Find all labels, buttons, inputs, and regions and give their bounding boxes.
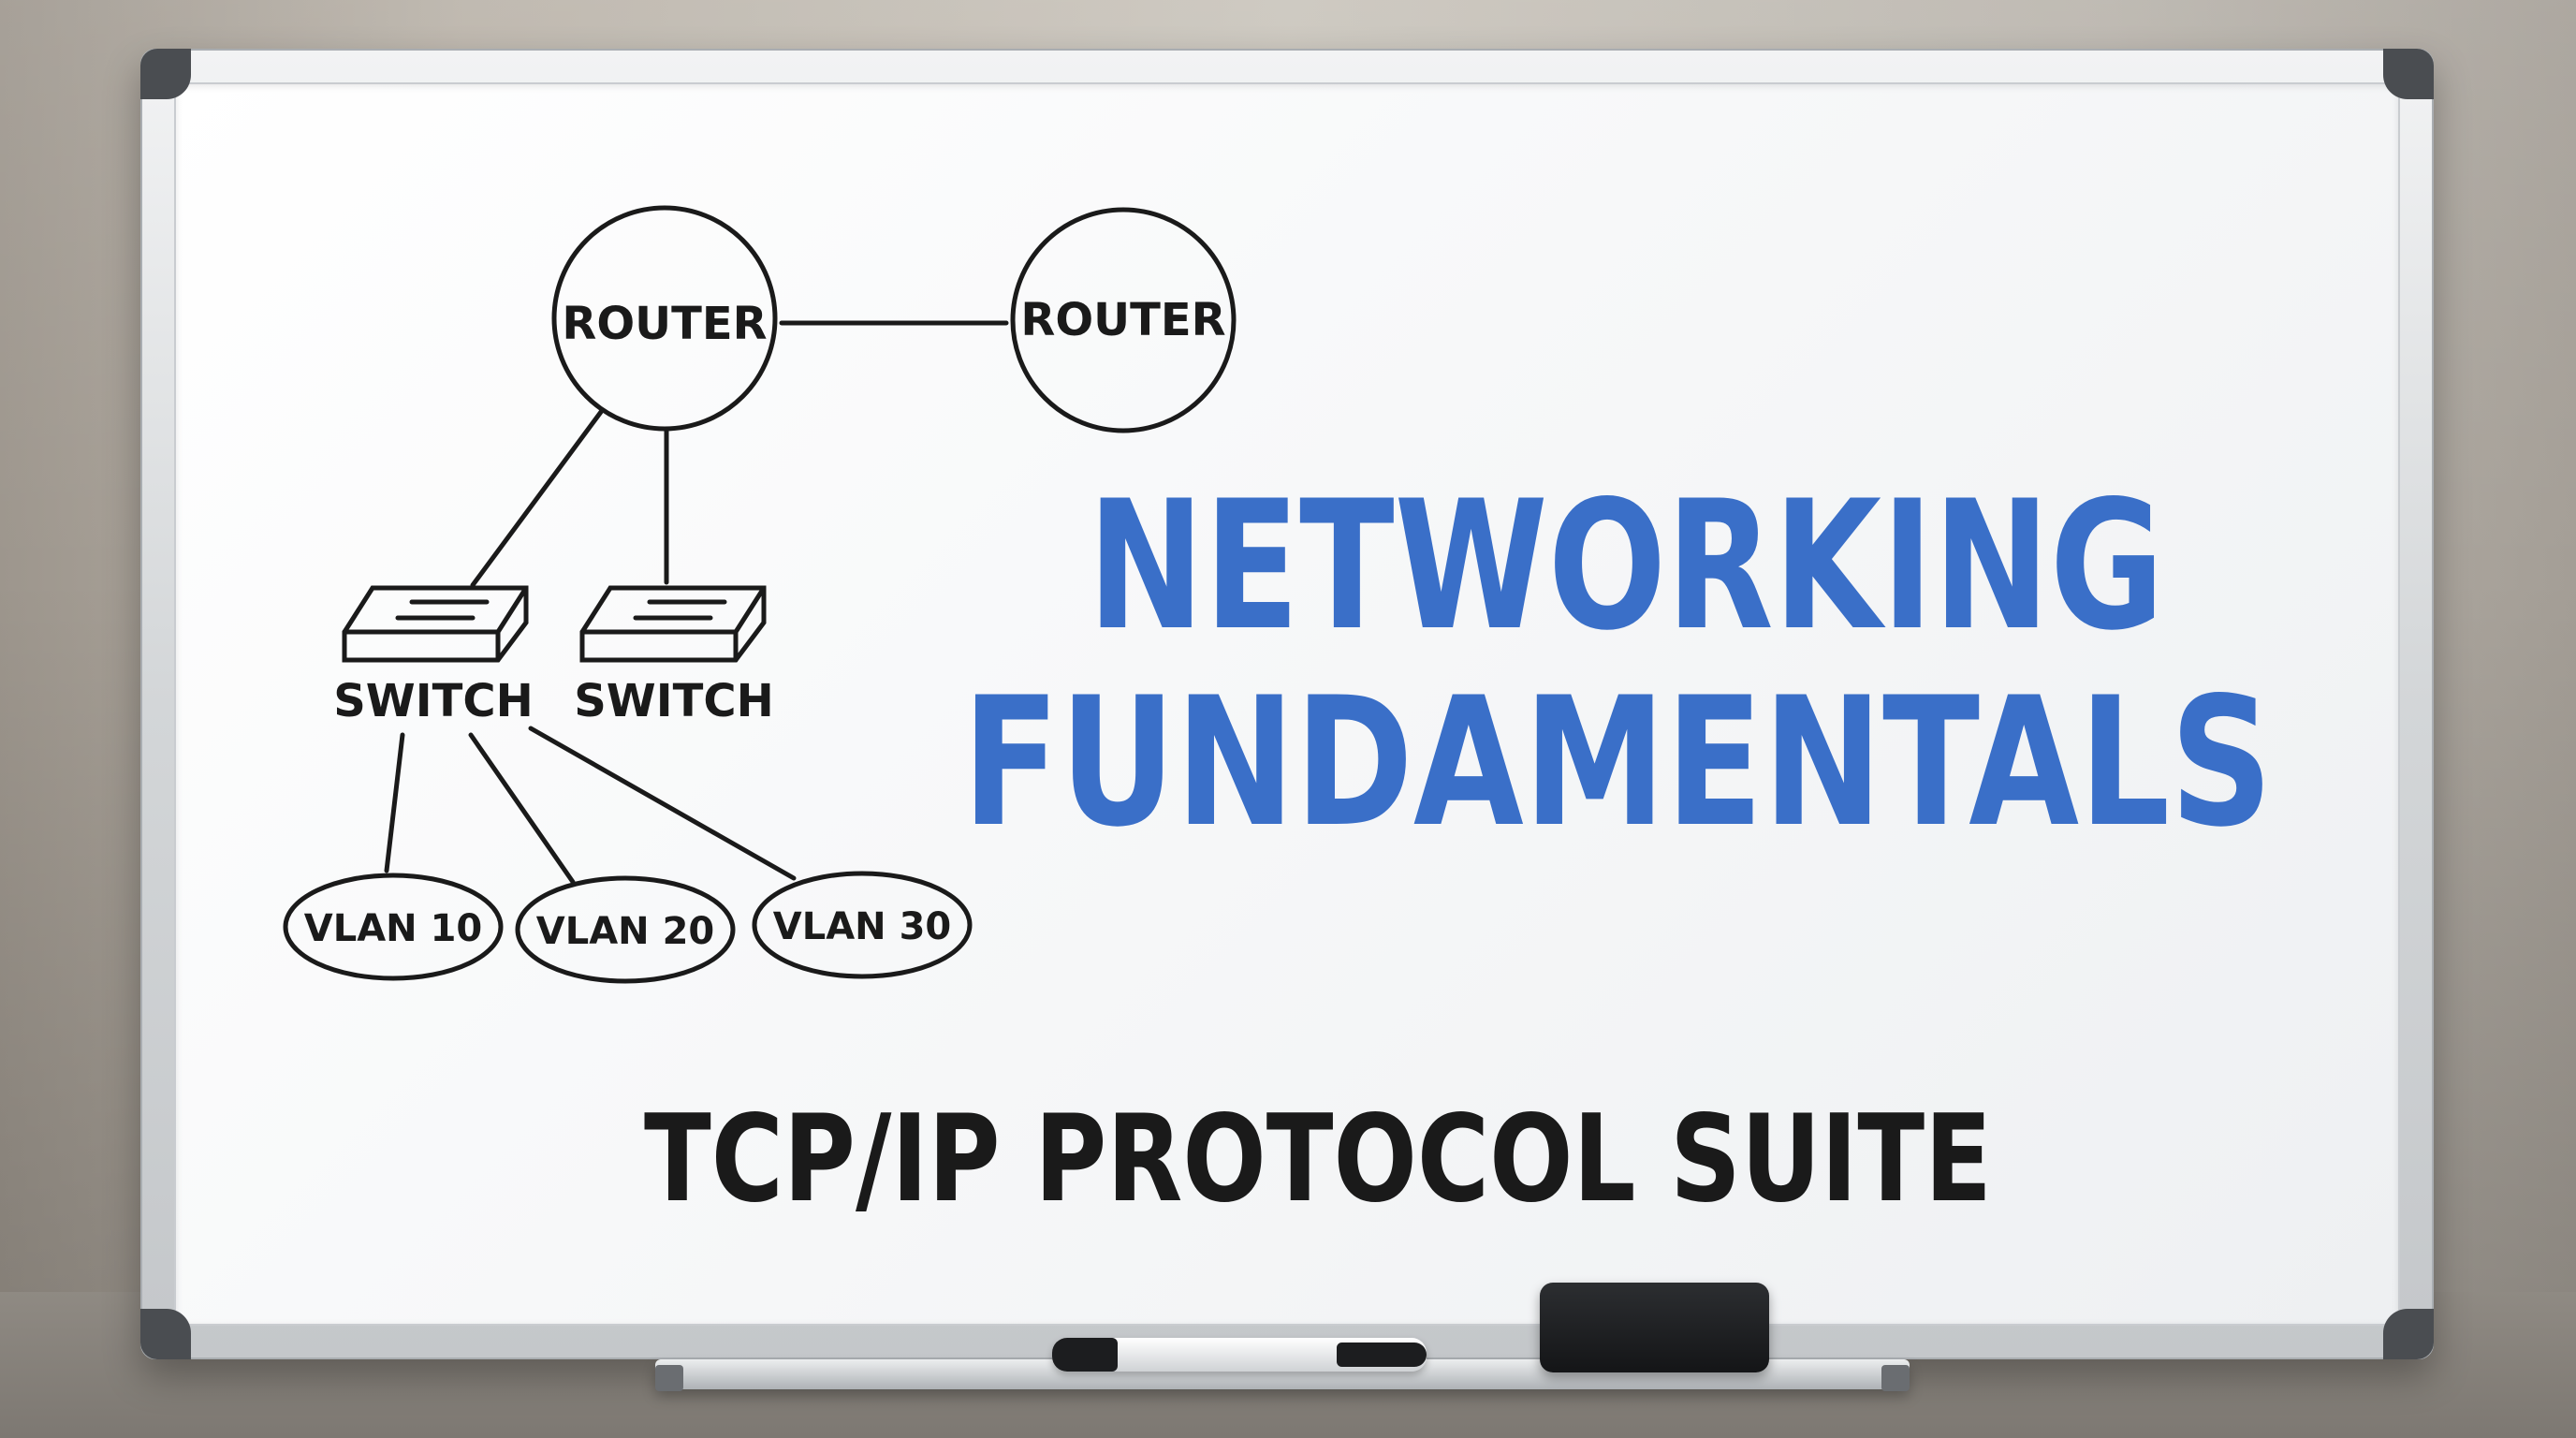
switch-label: SWITCH — [333, 675, 534, 727]
router-label: ROUTER — [562, 298, 767, 350]
whiteboard — [140, 49, 2434, 1359]
tray-end-cap — [1881, 1365, 1910, 1391]
switch-node — [342, 585, 529, 663]
vlan-node — [283, 873, 504, 981]
vlan-node — [752, 871, 973, 979]
switch-vlan-link — [384, 732, 405, 873]
router-label: ROUTER — [1020, 294, 1225, 346]
eraser-icon — [1540, 1283, 1769, 1372]
switch-node — [579, 585, 767, 663]
network-diagram — [283, 205, 1237, 984]
frame-corner — [2383, 49, 2434, 99]
switch-label: SWITCH — [574, 675, 774, 727]
tray-end-cap — [655, 1365, 683, 1391]
router-node — [551, 205, 778, 432]
vlan-label: VLAN 10 — [304, 907, 482, 950]
frame-corner — [140, 49, 191, 99]
whiteboard-surface — [174, 82, 2400, 1326]
switch-vlan-link — [468, 732, 576, 885]
title-line-2: FUNDAMENTALS — [962, 659, 2273, 866]
router-switch-link — [470, 409, 604, 588]
switch-vlan-link — [528, 726, 797, 881]
marker-tip — [1337, 1343, 1427, 1367]
marker-icon — [1052, 1338, 1427, 1372]
marker-cap — [1052, 1338, 1118, 1372]
vlan-node — [515, 875, 736, 984]
subtitle: TCP/IP PROTOCOL SUITE — [644, 1090, 1992, 1229]
vlan-label: VLAN 30 — [773, 905, 951, 948]
title-line-1: NETWORKING — [1088, 462, 2164, 669]
frame-corner — [140, 1309, 191, 1359]
vlan-label: VLAN 20 — [536, 910, 714, 953]
frame-corner — [2383, 1309, 2434, 1359]
router-node — [1010, 207, 1237, 433]
